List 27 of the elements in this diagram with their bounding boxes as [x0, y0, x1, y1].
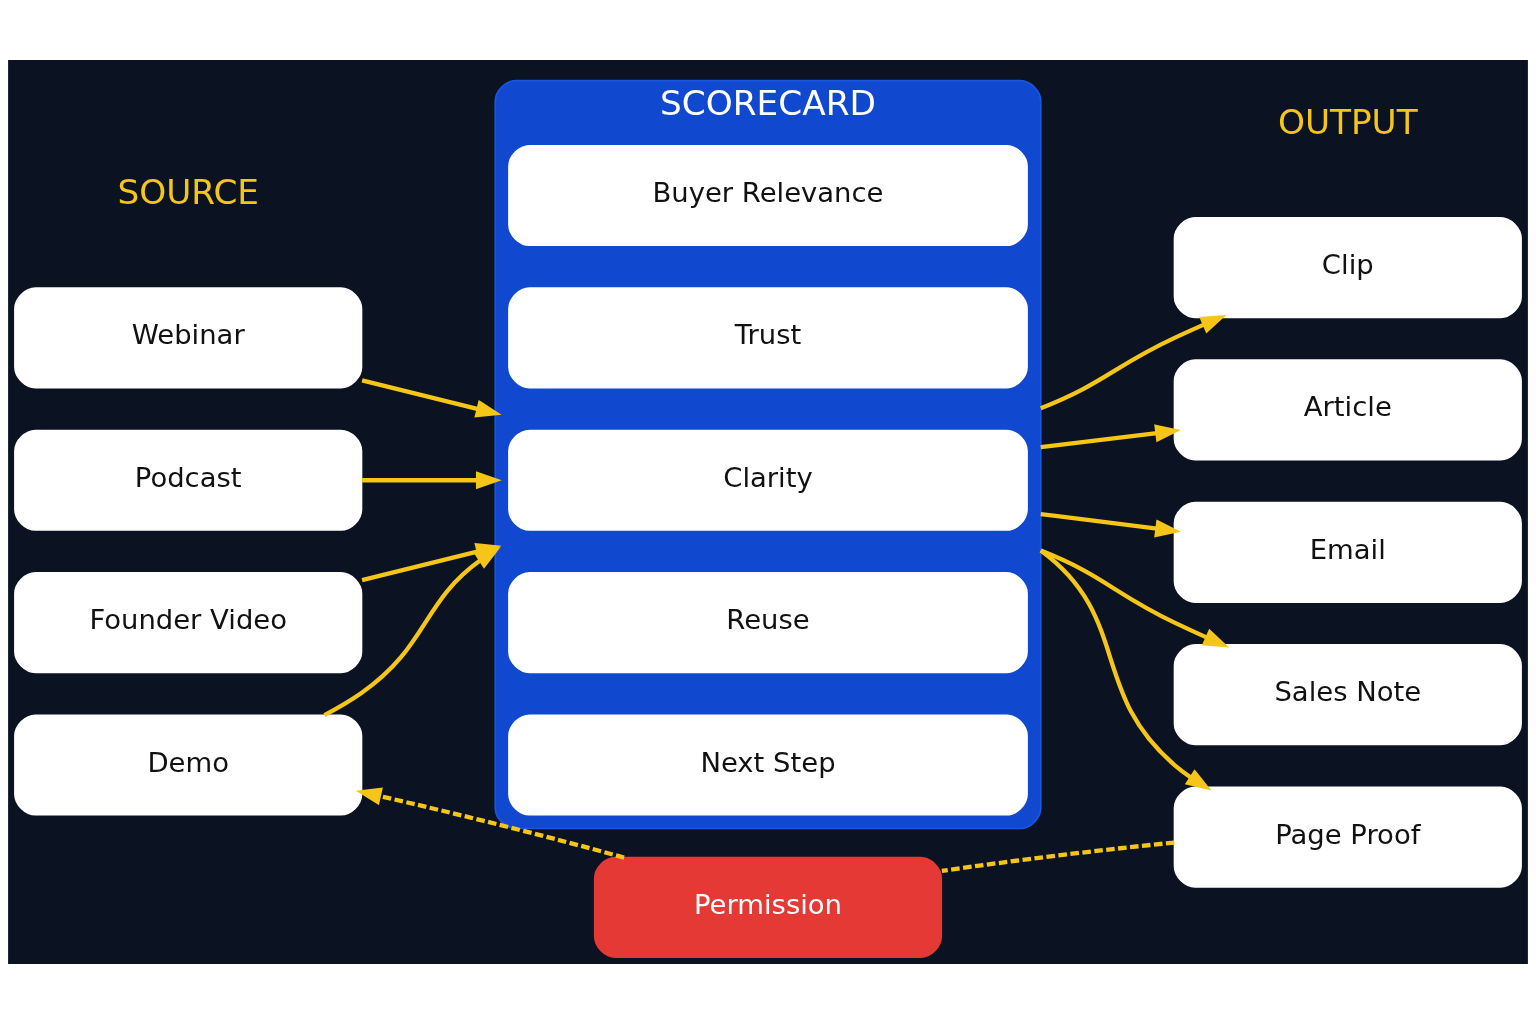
connector: [941, 840, 1175, 874]
node-box: Article: [1173, 359, 1522, 461]
arrow: [1039, 314, 1227, 411]
label: SOURCE: [117, 172, 260, 213]
node-box: Trust: [508, 287, 1028, 389]
arrow: [1039, 548, 1212, 791]
node-box: Webinar: [14, 287, 363, 389]
arrow: [323, 547, 501, 717]
node-box: Clarity: [508, 429, 1028, 531]
node-box: Buyer Relevance: [508, 144, 1028, 247]
node-box: Clip: [1173, 216, 1522, 319]
arrow: [362, 471, 502, 490]
node-box: Page Proof: [1173, 786, 1522, 888]
node-box: Permission: [593, 856, 943, 958]
label: OUTPUT: [1277, 101, 1418, 142]
arrow: [1040, 424, 1181, 450]
node-box: Reuse: [508, 572, 1028, 674]
node-box: Sales Note: [1173, 644, 1522, 746]
node-box: Email: [1173, 501, 1522, 603]
node-box: Founder Video: [14, 572, 363, 674]
arrow: [1039, 548, 1230, 648]
arrow: [1040, 512, 1181, 538]
node-box: Podcast: [14, 429, 363, 531]
arrow: [355, 787, 625, 860]
arrow: [361, 378, 502, 418]
node-box: Next Step: [508, 714, 1028, 816]
node-box: Demo: [14, 714, 363, 816]
